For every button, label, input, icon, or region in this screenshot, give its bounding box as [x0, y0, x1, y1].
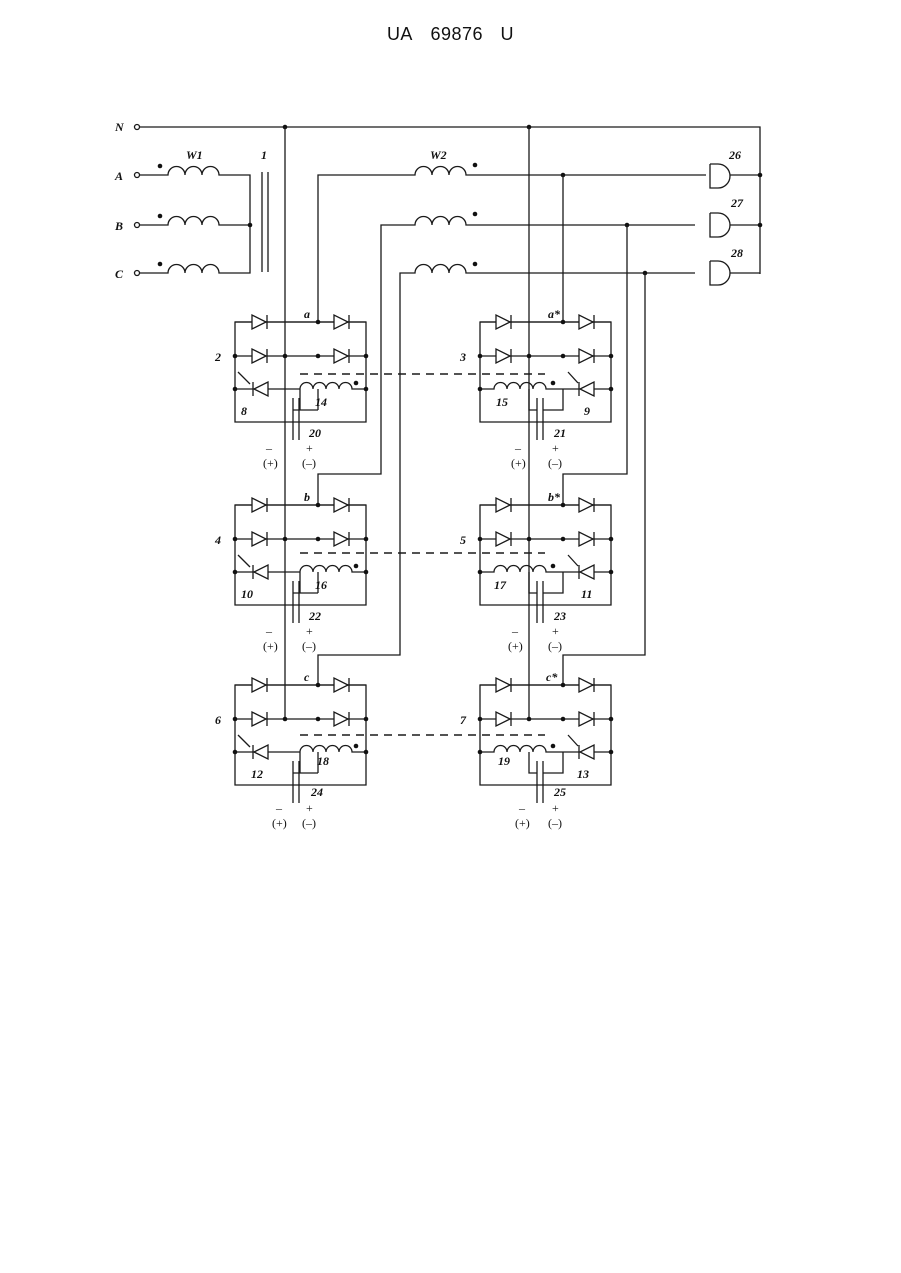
svg-text:(–): (–)	[548, 639, 562, 653]
lamp-27	[710, 213, 760, 237]
svg-text:(+): (+)	[263, 456, 278, 470]
lamp-label-28: 28	[730, 246, 743, 260]
cell-id: 7	[460, 713, 467, 727]
cell-thyristor-label: 9	[584, 404, 590, 418]
input-lines: N A B C	[114, 120, 760, 281]
w2-label: W2	[430, 148, 447, 162]
cell-coil-label: 15	[496, 395, 508, 409]
svg-text:–: –	[518, 801, 526, 815]
cell-node: a	[304, 307, 310, 321]
svg-text:+: +	[552, 441, 559, 455]
svg-text:(–): (–)	[548, 816, 562, 830]
cell-4: 4 b 10 16 22 – + (+) (–)	[214, 490, 368, 653]
cell-coil-label: 16	[315, 578, 327, 592]
lamp-label-26: 26	[728, 148, 741, 162]
svg-text:–: –	[275, 801, 283, 815]
line-label-c: C	[115, 267, 124, 281]
svg-text:–: –	[265, 441, 273, 455]
cell-5: 5 b* 11 17 23 – + (+) (–)	[460, 490, 613, 653]
svg-text:(+): (+)	[272, 816, 287, 830]
cell-2: 2 a 8 14 20 – + (+) (–)	[214, 307, 368, 470]
cell-node: c*	[546, 670, 558, 684]
cell-node: c	[304, 670, 310, 684]
svg-text:+: +	[306, 441, 313, 455]
line-label-n: N	[114, 120, 125, 134]
cell-cap-label: 23	[553, 609, 566, 623]
svg-text:+: +	[306, 624, 313, 638]
svg-text:–: –	[514, 441, 522, 455]
cell-id: 2	[214, 350, 221, 364]
w1-label: W1	[186, 148, 203, 162]
cell-node: b*	[548, 490, 561, 504]
lamp-28	[710, 261, 760, 285]
cell-id: 6	[215, 713, 221, 727]
cell-coil-label: 17	[494, 578, 507, 592]
lamps: 26 27 28	[695, 148, 762, 285]
svg-text:–: –	[511, 624, 519, 638]
cell-coil-label: 18	[317, 754, 329, 768]
svg-text:(–): (–)	[302, 456, 316, 470]
cell-7: 7 c* 13 19 25 – + (+) (–)	[460, 670, 613, 830]
cell-node: a*	[548, 307, 561, 321]
neutral-line	[140, 127, 760, 274]
line-label-a: A	[114, 169, 123, 183]
cell-cap-label: 22	[308, 609, 321, 623]
cell-thyristor-label: 12	[251, 767, 263, 781]
cell-thyristor-label: 10	[241, 587, 253, 601]
cell-id: 5	[460, 533, 466, 547]
transformer-label: 1	[261, 148, 267, 162]
svg-text:–: –	[265, 624, 273, 638]
svg-text:(–): (–)	[302, 816, 316, 830]
cell-id: 3	[459, 350, 466, 364]
cell-6: 6 c 12 18 24 – + (+) (–)	[215, 670, 368, 830]
cell-node: b	[304, 490, 310, 504]
terminal-c	[135, 271, 140, 276]
terminal-n	[135, 125, 140, 130]
svg-text:(+): (+)	[511, 456, 526, 470]
cell-thyristor-label: 8	[241, 404, 247, 418]
cell-id: 4	[214, 533, 221, 547]
cell-thyristor-label: 11	[581, 587, 592, 601]
lamp-26	[695, 164, 760, 188]
cell-cap-label: 24	[310, 785, 323, 799]
svg-text:+: +	[552, 624, 559, 638]
cell-coil-label: 19	[498, 754, 510, 768]
svg-text:(+): (+)	[263, 639, 278, 653]
svg-text:(–): (–)	[302, 639, 316, 653]
terminal-b	[135, 223, 140, 228]
cell-3: 3 a* 9 15 21 – + (+) (–)	[459, 307, 613, 470]
lamp-label-27: 27	[730, 196, 744, 210]
svg-text:+: +	[552, 801, 559, 815]
line-label-b: B	[114, 219, 123, 233]
svg-text:+: +	[306, 801, 313, 815]
svg-text:(+): (+)	[508, 639, 523, 653]
svg-text:(–): (–)	[548, 456, 562, 470]
primary-winding-w1: W1 1	[140, 148, 268, 273]
cell-cap-label: 20	[308, 426, 321, 440]
terminal-a	[135, 173, 140, 178]
cell-coil-label: 14	[315, 395, 327, 409]
cell-cap-label: 21	[553, 426, 566, 440]
svg-text:(+): (+)	[515, 816, 530, 830]
cell-cap-label: 25	[553, 785, 566, 799]
cell-thyristor-label: 13	[577, 767, 589, 781]
